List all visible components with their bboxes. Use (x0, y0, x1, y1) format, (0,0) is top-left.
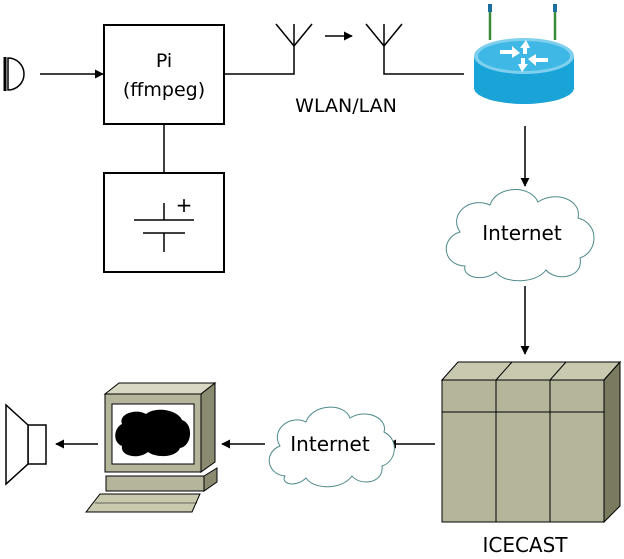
svg-text:+: + (176, 193, 193, 217)
antenna-icon (275, 23, 313, 47)
cloud-icon-bottom: Internet (268, 406, 395, 488)
pi-subtitle: (ffmpeg) (123, 79, 205, 101)
battery-icon: + (134, 193, 194, 252)
speaker-icon (5, 403, 47, 486)
internet-label-top: Internet (482, 221, 562, 245)
antenna-to-router-line (383, 46, 464, 75)
battery-box: + (103, 172, 225, 273)
server-label: ICECAST (482, 533, 568, 557)
cloud-icon-top: Internet (445, 189, 595, 282)
microphone-icon (3, 57, 25, 91)
computer-icon (84, 381, 218, 513)
router-icon (474, 4, 574, 104)
pi-to-antenna-line (224, 46, 295, 75)
pi-box: Pi (ffmpeg) (103, 24, 225, 125)
internet-label-bottom: Internet (290, 432, 370, 456)
antenna-icon (365, 23, 403, 47)
link-label: WLAN/LAN (295, 95, 397, 117)
server-rack-icon (440, 360, 622, 524)
pi-title: Pi (156, 50, 172, 72)
